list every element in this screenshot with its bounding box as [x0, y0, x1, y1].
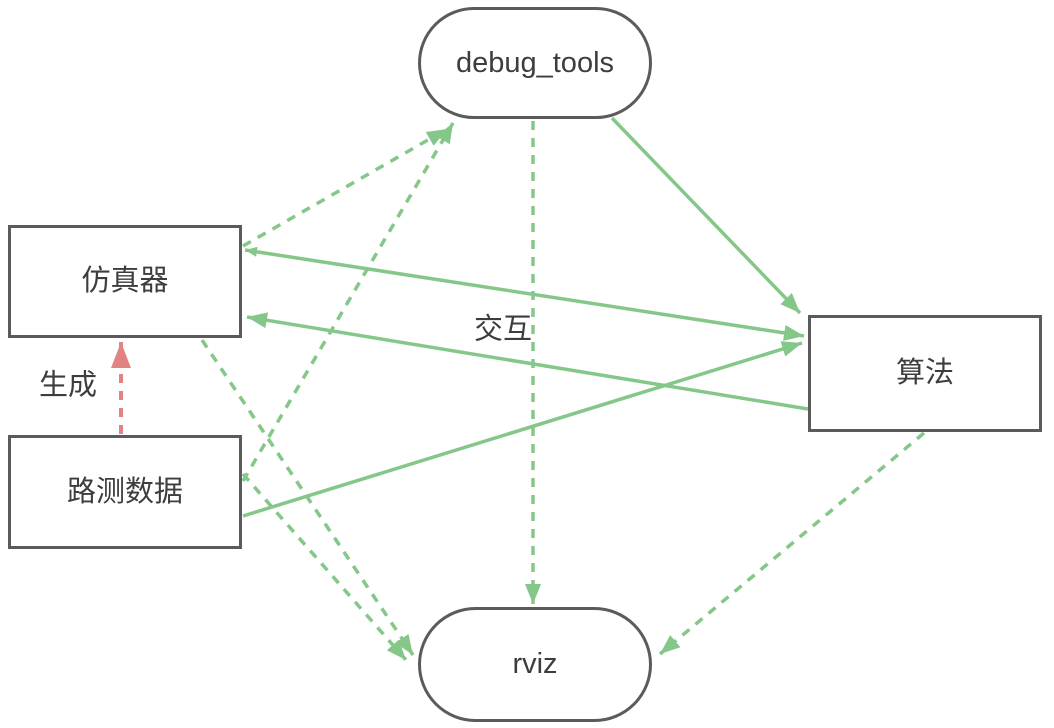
edge-simulator-debugtools[interactable]	[242, 127, 448, 248]
node-road-test-data-label: 路测数据	[66, 475, 183, 508]
node-simulator-label: 仿真器	[81, 265, 169, 297]
node-algorithm-label: 算法	[895, 357, 954, 389]
edge-algorithm-rviz[interactable]	[658, 431, 926, 656]
edge-roadtest-debugtools[interactable]	[241, 122, 455, 482]
node-road-test-data[interactable]: 路测数据	[8, 435, 242, 549]
edge-roadtest-rviz[interactable]	[241, 472, 408, 662]
edge-simulator-algorithm[interactable]	[244, 246, 805, 341]
node-debug-tools[interactable]: debug_tools	[418, 7, 652, 119]
node-rviz-label: rviz	[512, 648, 558, 680]
node-rviz[interactable]: rviz	[418, 607, 652, 722]
edge-label-interaction[interactable]: 交互	[473, 313, 533, 346]
edge-debugtools-algorithm[interactable]	[610, 116, 802, 315]
node-debug-tools-label: debug_tools	[455, 46, 615, 79]
edge-label-generate[interactable]: 生成	[38, 369, 98, 402]
edge-algorithm-simulator[interactable]	[246, 312, 809, 411]
node-simulator[interactable]: 仿真器	[8, 225, 242, 338]
node-algorithm[interactable]: 算法	[808, 315, 1042, 432]
edge-roadtest-algorithm[interactable]	[242, 341, 803, 518]
edge-simulator-rviz[interactable]	[200, 339, 415, 656]
